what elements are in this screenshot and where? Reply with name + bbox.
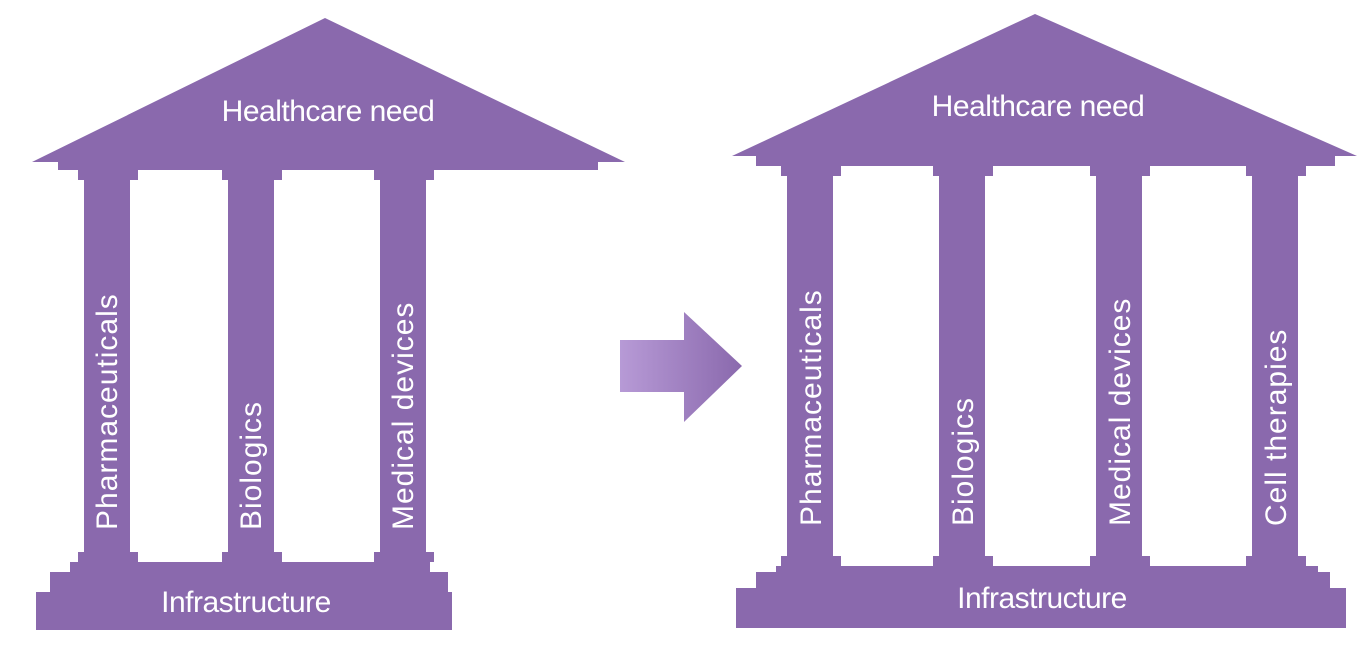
right-pillar-biologics bbox=[933, 166, 993, 566]
right-pillar-cell-therapies bbox=[1246, 166, 1306, 566]
left-pillar-label-medical-devices: Medical devices bbox=[387, 302, 420, 530]
left-temple-base bbox=[36, 562, 452, 630]
left-pillar-medical-devices bbox=[374, 170, 434, 562]
left-temple bbox=[32, 18, 625, 630]
left-temple-roof bbox=[32, 18, 625, 170]
left-pillar-label-biologics: Biologics bbox=[235, 401, 268, 530]
right-pillar-label-medical-devices: Medical devices bbox=[1104, 298, 1137, 526]
right-pillar-medical-devices bbox=[1090, 166, 1150, 566]
left-pillar-label-pharmaceuticals: Pharmaceuticals bbox=[91, 293, 124, 530]
right-arrow-icon bbox=[620, 312, 742, 422]
right-temple-roof bbox=[732, 14, 1357, 166]
left-pillar-biologics bbox=[222, 170, 282, 562]
left-roof-label: Healthcare need bbox=[222, 95, 435, 128]
right-pillar-label-cell-therapies: Cell therapies bbox=[1260, 329, 1293, 526]
right-pillar-label-pharmaceuticals: Pharmaceuticals bbox=[795, 289, 828, 526]
left-base-label: Infrastructure bbox=[161, 586, 331, 619]
left-pillar-pharmaceuticals bbox=[78, 170, 138, 562]
right-roof-label: Healthcare need bbox=[932, 90, 1145, 123]
right-pillar-label-biologics: Biologics bbox=[947, 397, 980, 526]
right-base-label: Infrastructure bbox=[957, 582, 1127, 615]
right-temple-base bbox=[736, 566, 1346, 628]
right-temple bbox=[732, 14, 1357, 628]
right-pillar-pharmaceuticals bbox=[781, 166, 841, 566]
